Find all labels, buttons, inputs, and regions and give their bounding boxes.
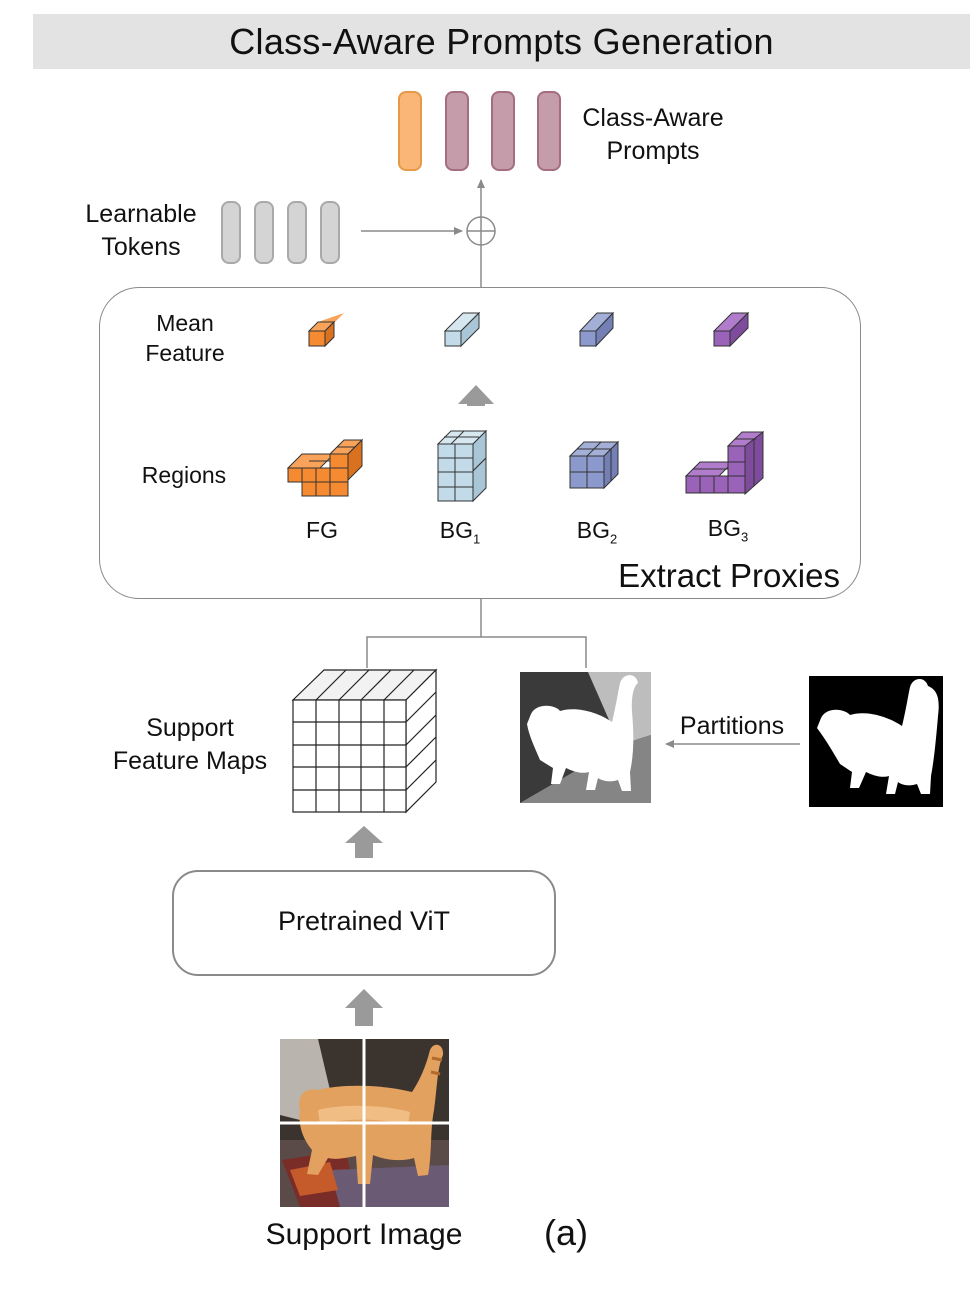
regions-label: Regions: [141, 462, 227, 488]
learnable-token-2: [254, 201, 274, 264]
region-bg2-subscript: 2: [610, 531, 618, 547]
mean-feature-bg2-cube: [578, 311, 615, 348]
learnable-tokens-line2: Tokens: [101, 233, 181, 261]
region-label-bg3: BG3: [688, 513, 768, 553]
region-bg1-voxels: [436, 429, 488, 503]
partitions-label: Partitions: [679, 712, 785, 740]
mean-feature-label: Mean Feature: [128, 308, 242, 368]
region-bg2-name: BG: [576, 517, 610, 543]
class-aware-prompts-label: Class-Aware Prompts: [560, 102, 746, 168]
pretrained-vit-label: Pretrained ViT: [277, 906, 451, 936]
class-aware-prompts-line1: Class-Aware: [582, 104, 724, 132]
panel-tag: (a): [544, 1212, 588, 1253]
extract-proxies-title: Extract Proxies: [618, 557, 840, 594]
prompt-token-bg3: [537, 91, 561, 171]
learnable-tokens-line1: Learnable: [85, 200, 197, 228]
support-feature-maps-line2: Feature Maps: [112, 747, 268, 775]
binary-mask-image: [809, 676, 943, 807]
region-fg-name: FG: [306, 517, 338, 543]
mean-feature-line2: Feature: [145, 340, 225, 366]
title-bar: Class-Aware Prompts Generation: [33, 14, 970, 69]
mean-feature-fg-cube: [307, 313, 344, 348]
region-label-fg: FG: [282, 515, 362, 545]
learnable-token-1: [221, 201, 241, 264]
region-bg3-voxels: [684, 430, 765, 496]
image-to-vit-block-arrow: [345, 989, 383, 1026]
support-image-photo: [280, 1039, 449, 1207]
region-label-bg2: BG2: [557, 515, 637, 555]
mean-feature-bg3-cube: [712, 311, 750, 348]
mean-feature-bg1-cube: [443, 311, 481, 348]
region-bg2-voxels: [568, 440, 620, 490]
mean-feature-line1: Mean: [156, 310, 214, 336]
prompt-token-bg2: [491, 91, 515, 171]
partitioned-mask-image: [520, 672, 651, 803]
learnable-token-3: [287, 201, 307, 264]
class-aware-prompts-line2: Prompts: [606, 137, 700, 165]
region-bg1-subscript: 1: [473, 531, 481, 547]
pretrained-vit-box: [172, 870, 556, 976]
feature-map-cube-icon: [291, 668, 438, 814]
support-feature-maps-line1: Support: [146, 714, 234, 742]
region-label-bg1: BG1: [420, 515, 500, 555]
extract-proxies-panel: [99, 287, 861, 599]
region-bg3-subscript: 3: [741, 529, 749, 545]
prompt-token-bg1: [445, 91, 469, 171]
support-image-label: Support Image: [265, 1218, 463, 1251]
diagram-title: Class-Aware Prompts Generation: [229, 21, 774, 62]
prompt-token-fg: [398, 91, 422, 171]
region-fg-voxels: [286, 438, 364, 497]
inputs-bracket: [366, 636, 587, 668]
region-bg3-name: BG: [707, 515, 741, 541]
learnable-token-4: [320, 201, 340, 264]
learnable-tokens-label: Learnable Tokens: [68, 198, 214, 264]
support-feature-maps-label: Support Feature Maps: [96, 712, 284, 778]
region-bg1-name: BG: [439, 517, 473, 543]
vit-to-features-block-arrow: [345, 826, 383, 858]
mean-feature-block-arrow: [458, 385, 494, 406]
